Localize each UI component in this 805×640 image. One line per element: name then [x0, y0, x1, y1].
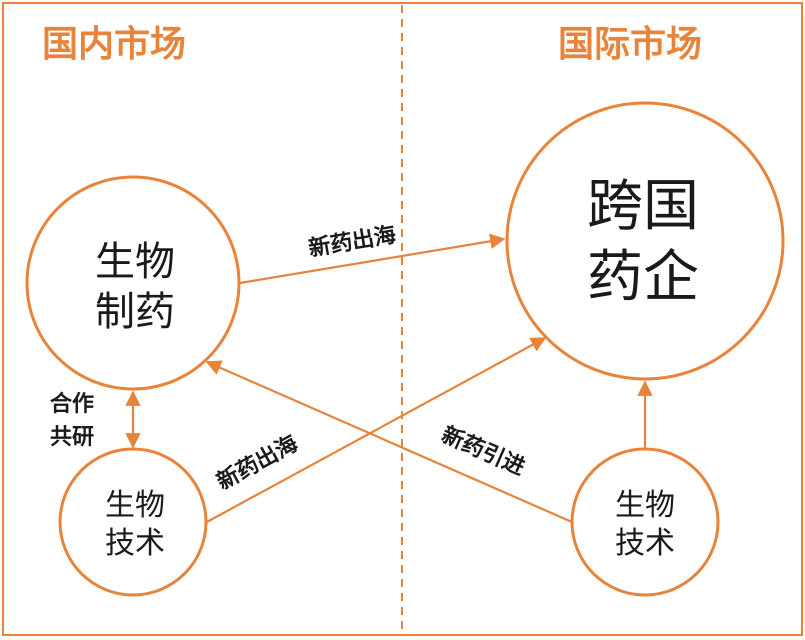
- multinational-pharma-label-line2: 药企: [587, 245, 699, 310]
- international-market-title: 国际市场: [558, 24, 702, 65]
- bio-tech-domestic-label-line2: 技术: [105, 526, 165, 561]
- arrow-intl-tech-to-pharma: [205, 360, 573, 524]
- arrow-pharma-to-multinational: [239, 233, 506, 285]
- edge-label-cooperation-line1: 合作: [50, 391, 94, 417]
- node-bio-pharma-circle: [25, 175, 241, 391]
- bio-tech-domestic-label-line1: 生物: [105, 488, 165, 523]
- node-bio-tech-domestic-circle: [58, 447, 208, 597]
- multinational-pharma-label-line1: 跨国: [587, 174, 699, 239]
- node-bio-tech-international-circle: [570, 447, 720, 597]
- edge-label-pharma-to-multinational: 新药出海: [307, 222, 398, 262]
- node-multinational-pharma-circle: [505, 101, 785, 381]
- bio-pharma-label-line2: 制药: [95, 289, 175, 335]
- bio-tech-international-label-line2: 技术: [615, 526, 675, 561]
- bio-pharma-label-line1: 生物: [95, 239, 175, 285]
- edge-label-intl-tech-to-pharma: 新药引进: [438, 422, 529, 481]
- edge-label-tech-to-multinational: 新药出海: [212, 430, 302, 495]
- bio-tech-international-label-line1: 生物: [615, 488, 675, 523]
- edge-label-cooperation-line2: 共研: [50, 425, 94, 450]
- arrow-tech-to-multinational: [204, 337, 547, 524]
- domestic-market-title: 国内市场: [42, 24, 186, 65]
